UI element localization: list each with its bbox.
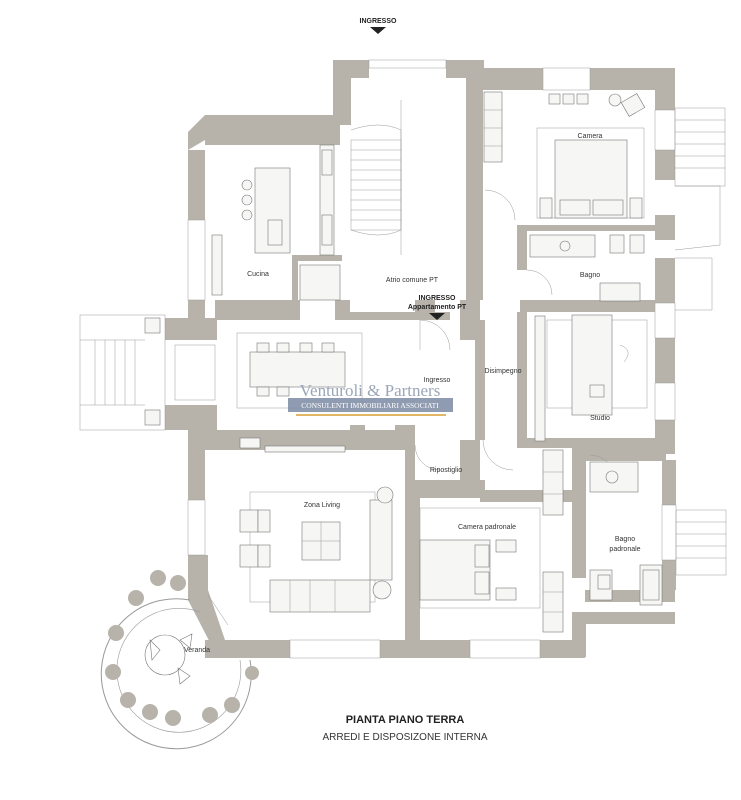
apartment-entrance-label: INGRESSO	[419, 295, 457, 302]
dining-furniture	[236, 332, 363, 409]
room-label-cucina: Cucina	[247, 271, 269, 278]
apartment-entrance-sublabel: Appartamento PT	[408, 304, 467, 311]
veranda	[100, 570, 259, 750]
room-label-ripostiglio: Ripostiglio	[430, 467, 462, 474]
bedroom-furniture	[483, 91, 646, 219]
windows	[187, 59, 677, 659]
inner-walls	[205, 80, 666, 640]
watermark-band	[288, 398, 453, 412]
wardrobes	[542, 449, 564, 633]
room-label-camera-padronale: Camera padronale	[458, 524, 516, 531]
bathroom-furniture	[529, 234, 645, 302]
apartment-entrance-arrow-icon	[429, 313, 445, 320]
plan-subtitle: ARREDI E DISPOSIZONE INTERNA	[322, 732, 487, 743]
right-external-stairs	[675, 509, 727, 576]
room-label-veranda: Veranda	[184, 647, 210, 654]
doors	[207, 189, 616, 626]
watermark-name: Venturoli & Partners	[300, 381, 441, 400]
watermark-subtitle: CONSULENTI IMMOBILIARI ASSOCIATI	[301, 401, 439, 410]
room-label-zona-living: Zona Living	[304, 502, 340, 509]
main-entrance-label: INGRESSO	[360, 18, 398, 25]
room-label-ingresso: Ingresso	[424, 377, 451, 384]
common-staircase	[350, 100, 402, 255]
room-label-bagno: Bagno	[580, 272, 600, 279]
master-bedroom-furniture	[419, 507, 541, 609]
room-label-bagno-padronale-2: padronale	[609, 546, 640, 553]
left-external-stairs	[79, 314, 216, 431]
room-label-camera: Camera	[578, 133, 603, 140]
room-label-atrio: Atrio comune PT	[386, 277, 439, 284]
living-furniture	[239, 437, 394, 613]
watermark-accent-line	[296, 414, 446, 416]
room-label-studio: Studio	[590, 415, 610, 422]
study-furniture	[534, 314, 648, 442]
room-label-disimpegno: Disimpegno	[485, 368, 522, 375]
kitchen-furniture	[211, 144, 341, 301]
master-bathroom-furniture	[589, 461, 663, 606]
room-label-bagno-padronale: Bagno	[615, 536, 635, 543]
main-entrance-arrow-icon	[370, 27, 386, 34]
plan-title: PIANTA PIANO TERRA	[346, 714, 465, 726]
top-right-external-stairs	[674, 107, 726, 311]
agency-watermark: Venturoli & Partners CONSULENTI IMMOBILI…	[288, 381, 453, 416]
